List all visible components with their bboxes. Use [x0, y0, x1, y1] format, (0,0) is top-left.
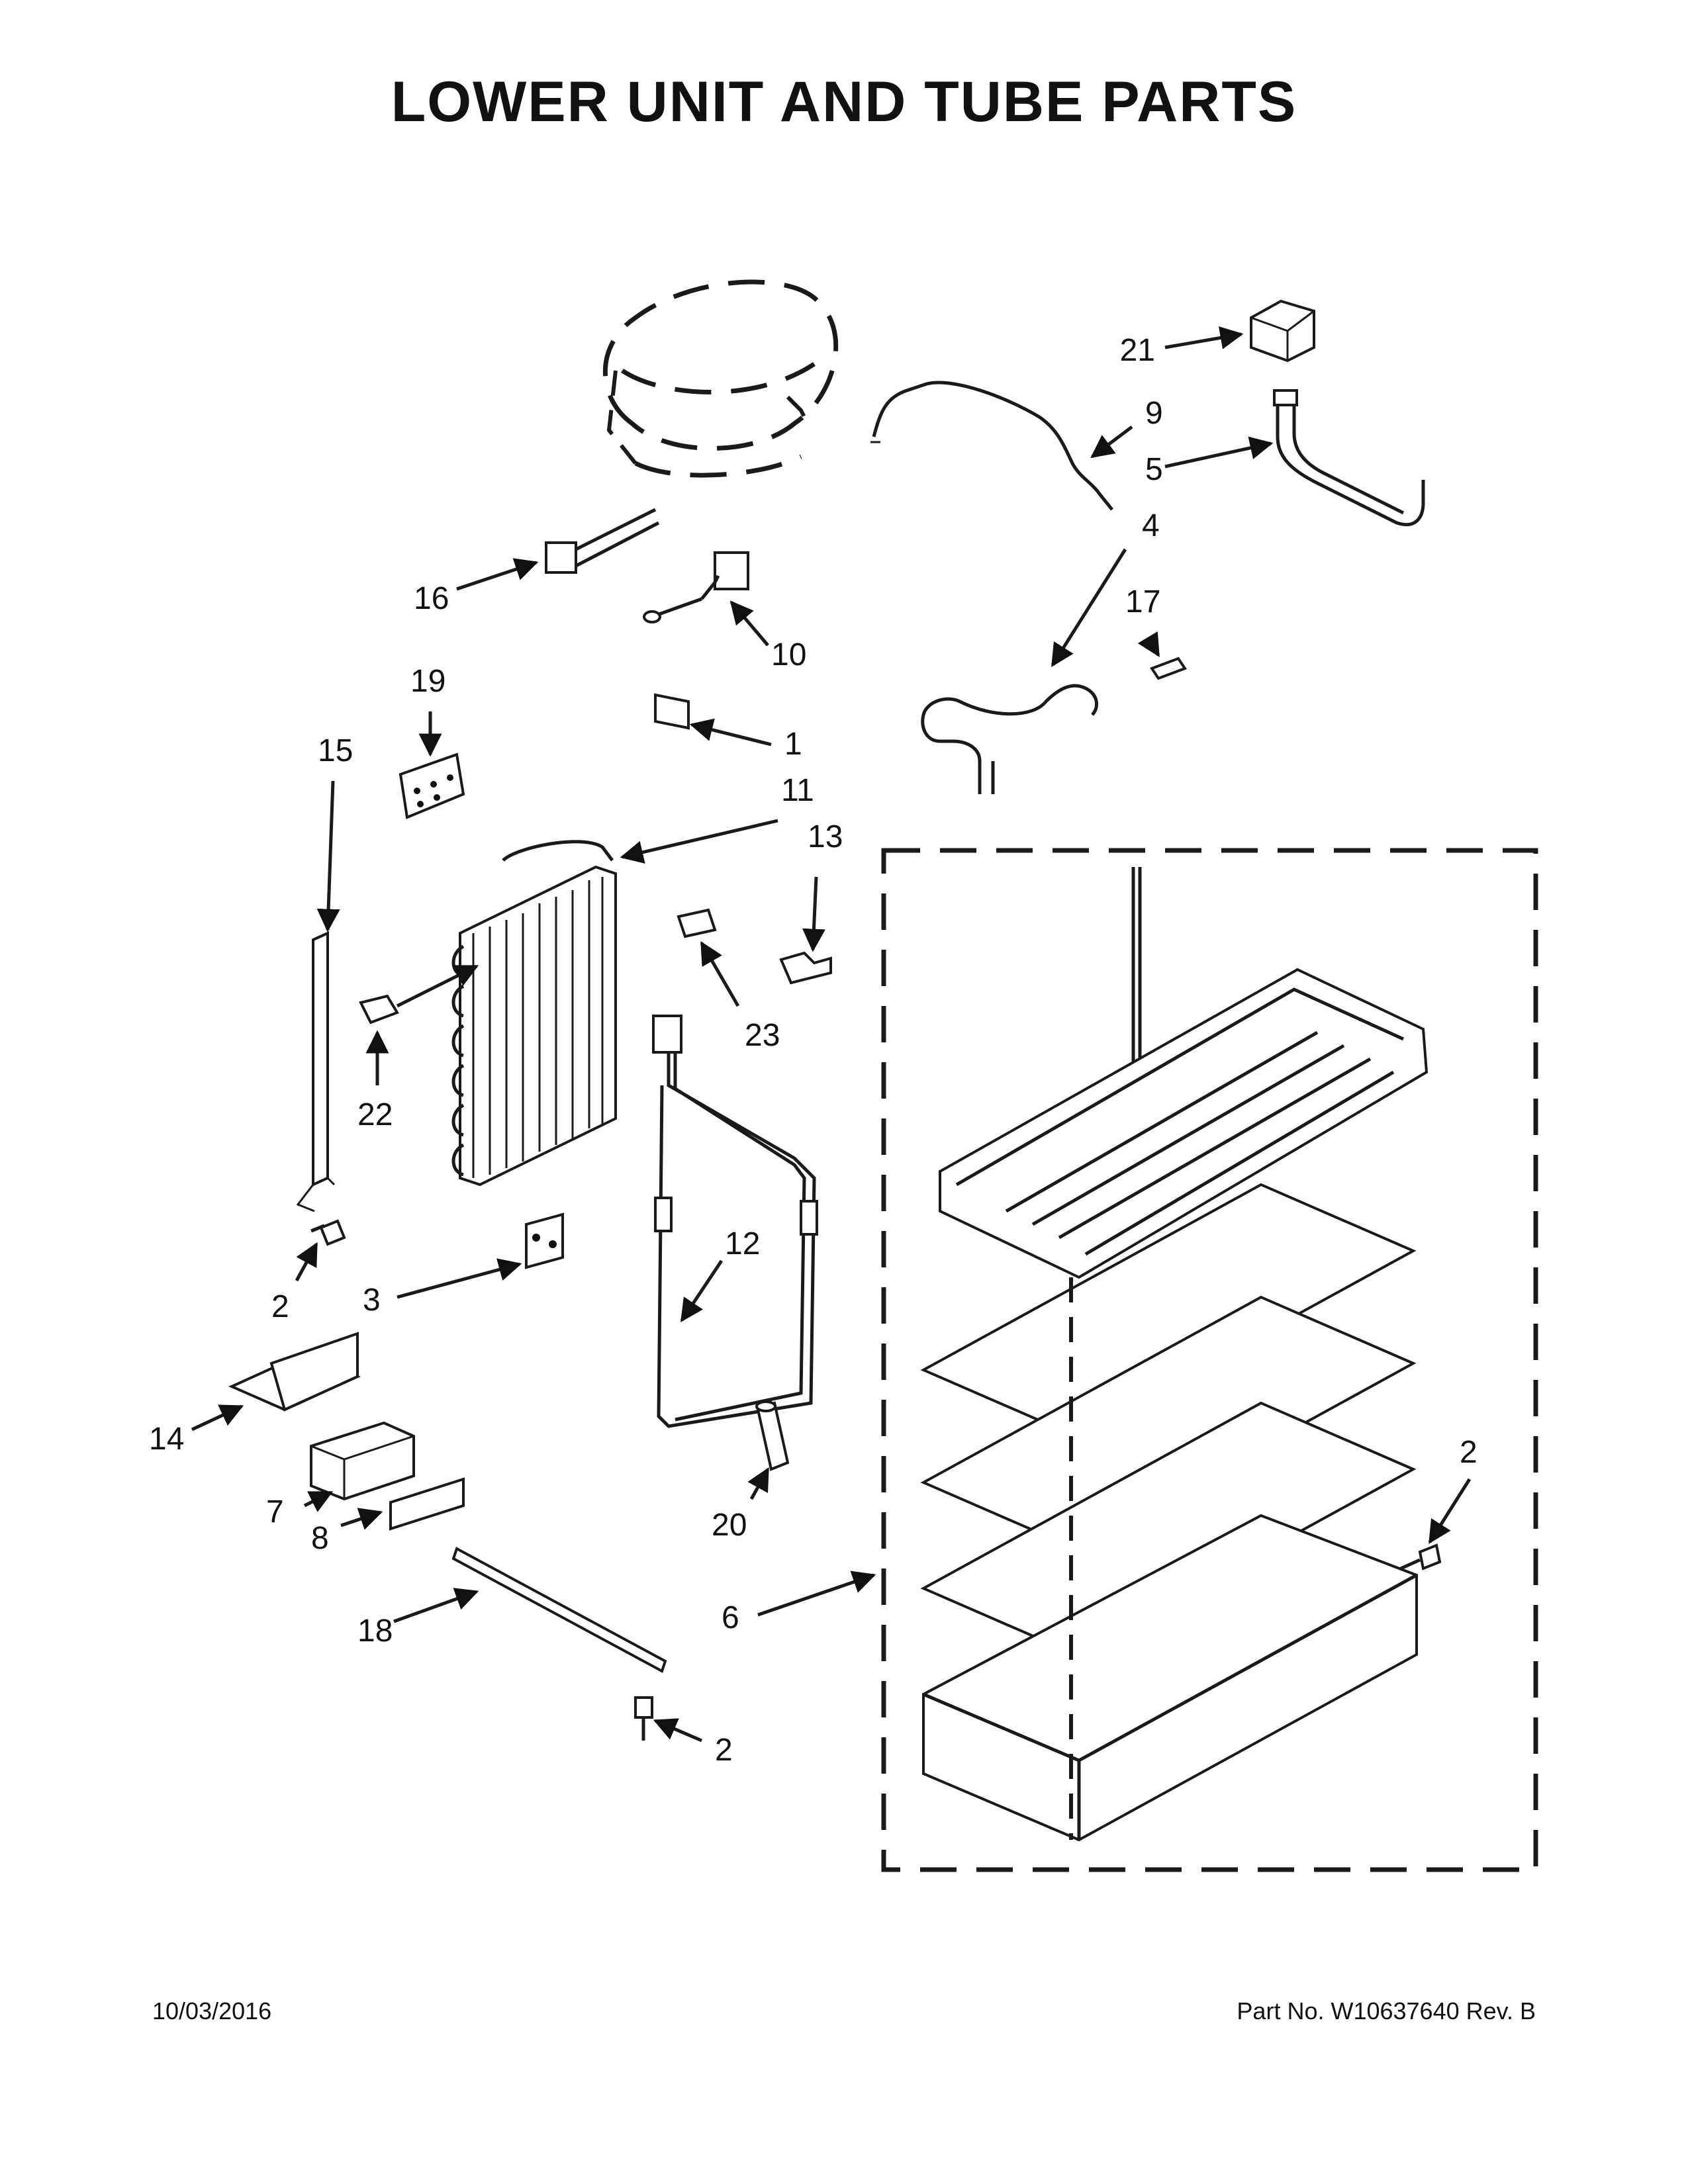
callout-2-c: 2 [1460, 1435, 1477, 1470]
part-15-bracket [296, 931, 336, 1212]
part-16-cable-tie [545, 508, 660, 574]
callout-17: 17 [1125, 584, 1160, 619]
part-2-screw-b [634, 1696, 653, 1741]
callout-8: 8 [311, 1521, 329, 1556]
callout-14: 14 [149, 1422, 184, 1457]
part-9-tube [870, 381, 1113, 511]
callout-1: 1 [784, 727, 802, 762]
callout-7: 7 [266, 1494, 284, 1529]
part-22-pad [359, 994, 399, 1024]
callout-22: 22 [357, 1097, 393, 1132]
part-17-clip [1149, 657, 1188, 680]
callout-20: 20 [712, 1508, 747, 1543]
callout-10: 10 [771, 637, 806, 672]
part-2-screw-c [1392, 1543, 1442, 1574]
part-8-plate [389, 1477, 465, 1531]
callout-6: 6 [722, 1600, 739, 1635]
part-6-drain-pan-assembly [881, 848, 1538, 1872]
callout-15: 15 [318, 733, 353, 768]
callout-21: 21 [1120, 333, 1155, 368]
callout-labels: 21 9 5 4 16 10 17 19 1 15 11 13 23 22 12… [149, 333, 1477, 1768]
part-21-bracket [1250, 299, 1315, 363]
leader-lines [191, 326, 1472, 1743]
part-20-sleeve [755, 1400, 790, 1471]
part-23-pad [677, 908, 717, 938]
part-1-plate [654, 693, 690, 730]
callout-4: 4 [1142, 508, 1160, 543]
callout-2-a: 2 [271, 1289, 289, 1324]
callout-18: 18 [357, 1614, 393, 1649]
callout-9: 9 [1145, 396, 1163, 431]
part-11-condenser [451, 840, 617, 1187]
callout-11: 11 [781, 773, 814, 808]
footer-part-number: Part No. W10637640 Rev. B [1237, 1997, 1536, 2025]
part-5-tube [1273, 389, 1425, 527]
callout-16: 16 [414, 581, 449, 616]
part-10-sensor [643, 551, 749, 623]
callout-23: 23 [745, 1018, 780, 1053]
part-4-tube [921, 684, 1099, 794]
part-2-screw-a [310, 1219, 346, 1246]
callout-2-b: 2 [715, 1733, 733, 1768]
callout-12: 12 [725, 1226, 760, 1261]
compressor [602, 279, 839, 478]
callout-5: 5 [1145, 452, 1163, 487]
part-7-box-bracket [310, 1421, 415, 1501]
callout-3: 3 [363, 1283, 381, 1318]
part-14-cover [228, 1332, 361, 1412]
part-12-heater-wire [652, 1015, 818, 1428]
page-title: LOWER UNIT AND TUBE PARTS [391, 70, 1297, 134]
callout-13: 13 [808, 819, 843, 854]
part-3-bracket [525, 1212, 564, 1269]
part-13-clip [779, 951, 832, 985]
part-19-pad [399, 752, 465, 819]
footer-date: 10/03/2016 [152, 1997, 272, 2025]
callout-19: 19 [410, 664, 445, 699]
part-18-strip [451, 1547, 667, 1673]
